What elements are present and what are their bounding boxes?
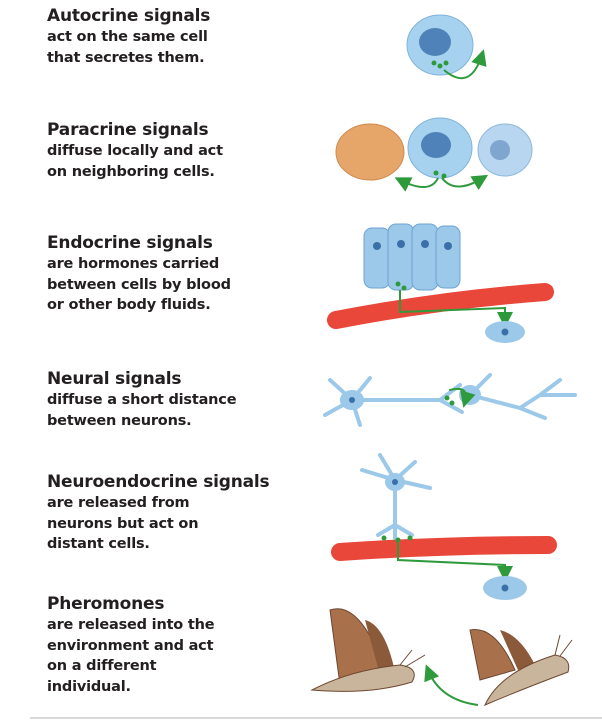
pheromones-line-2: environment and act: [47, 637, 214, 654]
paracrine-line-1: diffuse locally and act: [47, 143, 223, 159]
autocrine-cell-icon: [406, 14, 487, 80]
paracrine-description: Paracrine signals diffuse locally and ac…: [47, 120, 223, 182]
pheromones-title: Pheromones: [47, 594, 165, 614]
neuroendocrine-title: Neuroendocrine signals: [47, 472, 270, 492]
bottom-border: [30, 717, 602, 719]
neural-line-1: diffuse a short distance: [47, 392, 237, 408]
autocrine-description: Autocrine signals act on the same cell t…: [47, 6, 210, 68]
endocrine-line-3: or other body fluids.: [47, 297, 211, 313]
neuroendocrine-description: Neuroendocrine signals are released from…: [47, 472, 270, 555]
endocrine-description: Endocrine signals are hormones carried b…: [47, 233, 231, 316]
neural-line-2: between neurons.: [47, 412, 192, 429]
neuroendocrine-line-3: distant cells.: [47, 536, 150, 552]
autocrine-line-2: that secretes them.: [47, 49, 205, 66]
paracrine-cells-icon: [335, 117, 533, 192]
autocrine-line-1: act on the same cell: [47, 29, 208, 45]
neural-title: Neural signals: [47, 369, 182, 389]
pheromones-line-1: are released into the: [47, 617, 215, 633]
neuroendocrine-line-2: neurons but act on: [47, 515, 199, 532]
moth-left-icon: [310, 608, 426, 692]
pheromones-line-4: individual.: [47, 678, 131, 695]
pheromones-line-3: on a different: [47, 658, 157, 674]
neural-description: Neural signals diffuse a short distance …: [47, 369, 237, 431]
neuroendocrine-line-1: are released from: [47, 495, 190, 511]
moth-right-icon: [469, 629, 573, 706]
pheromone-arrow: [424, 664, 479, 706]
endocrine-line-1: are hormones carried: [47, 256, 220, 272]
pheromones-description: Pheromones are released into the environ…: [47, 594, 215, 697]
endocrine-illustration: [327, 223, 554, 343]
paracrine-title: Paracrine signals: [47, 120, 209, 140]
neural-illustration: [323, 373, 577, 427]
neuroendocrine-illustration: [331, 453, 557, 600]
endocrine-title: Endocrine signals: [47, 233, 213, 253]
paracrine-line-2: on neighboring cells.: [47, 163, 215, 180]
endocrine-line-2: between cells by blood: [47, 276, 231, 293]
autocrine-title: Autocrine signals: [47, 6, 211, 26]
